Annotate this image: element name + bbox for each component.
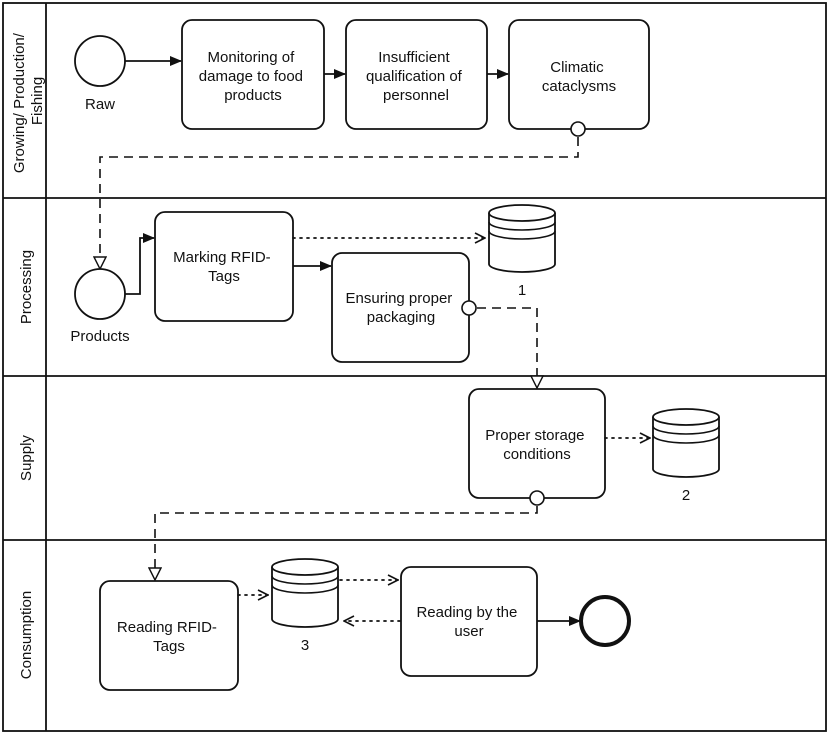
lane-label-processing: Processing bbox=[18, 250, 35, 324]
data-store-1[interactable] bbox=[488, 204, 556, 273]
task-packaging-label: Ensuring proper packaging bbox=[346, 290, 457, 326]
message-flow bbox=[100, 137, 579, 269]
data-store-2-label: 2 bbox=[682, 487, 690, 504]
task-reading-by-user-label: Reading by the user bbox=[416, 604, 521, 640]
data-store-3[interactable] bbox=[271, 558, 339, 628]
task-marking-rfid-tags[interactable] bbox=[154, 211, 294, 322]
message-flow bbox=[477, 307, 537, 388]
event-products[interactable] bbox=[74, 268, 126, 320]
message-flow-source bbox=[529, 490, 545, 506]
start-event-raw-label: Raw bbox=[85, 96, 115, 113]
message-flow-source bbox=[461, 300, 477, 316]
data-store-2[interactable] bbox=[652, 408, 720, 478]
message-flow-source bbox=[570, 121, 586, 137]
event-products-label: Products bbox=[70, 328, 129, 345]
sequence-flow bbox=[125, 233, 155, 295]
task-reading-by-user[interactable] bbox=[400, 566, 538, 677]
task-climatic-label: Climatic cataclysms bbox=[542, 59, 616, 95]
lane-label-growing: Growing/ Production/ Fishing bbox=[11, 29, 46, 173]
task-reading-rfid-tags[interactable] bbox=[99, 580, 239, 691]
lane-label-consumption: Consumption bbox=[18, 591, 35, 679]
task-reading-rfid-tags-label: Reading RFID- Tags bbox=[117, 619, 221, 655]
data-store-3-label: 3 bbox=[301, 637, 309, 654]
message-flow bbox=[155, 506, 538, 580]
task-packaging[interactable] bbox=[331, 252, 470, 363]
lane-label-supply: Supply bbox=[18, 435, 35, 481]
task-monitoring-label: Monitoring of damage to food products bbox=[199, 49, 307, 104]
start-event-raw[interactable] bbox=[74, 35, 126, 87]
end-event[interactable] bbox=[579, 595, 631, 647]
task-qualification-label: Insufficient qualification of personnel bbox=[366, 49, 466, 104]
task-marking-rfid-tags-label: Marking RFID- Tags bbox=[173, 249, 275, 285]
task-storage-label: Proper storage conditions bbox=[485, 427, 588, 463]
data-store-1-label: 1 bbox=[518, 282, 526, 299]
